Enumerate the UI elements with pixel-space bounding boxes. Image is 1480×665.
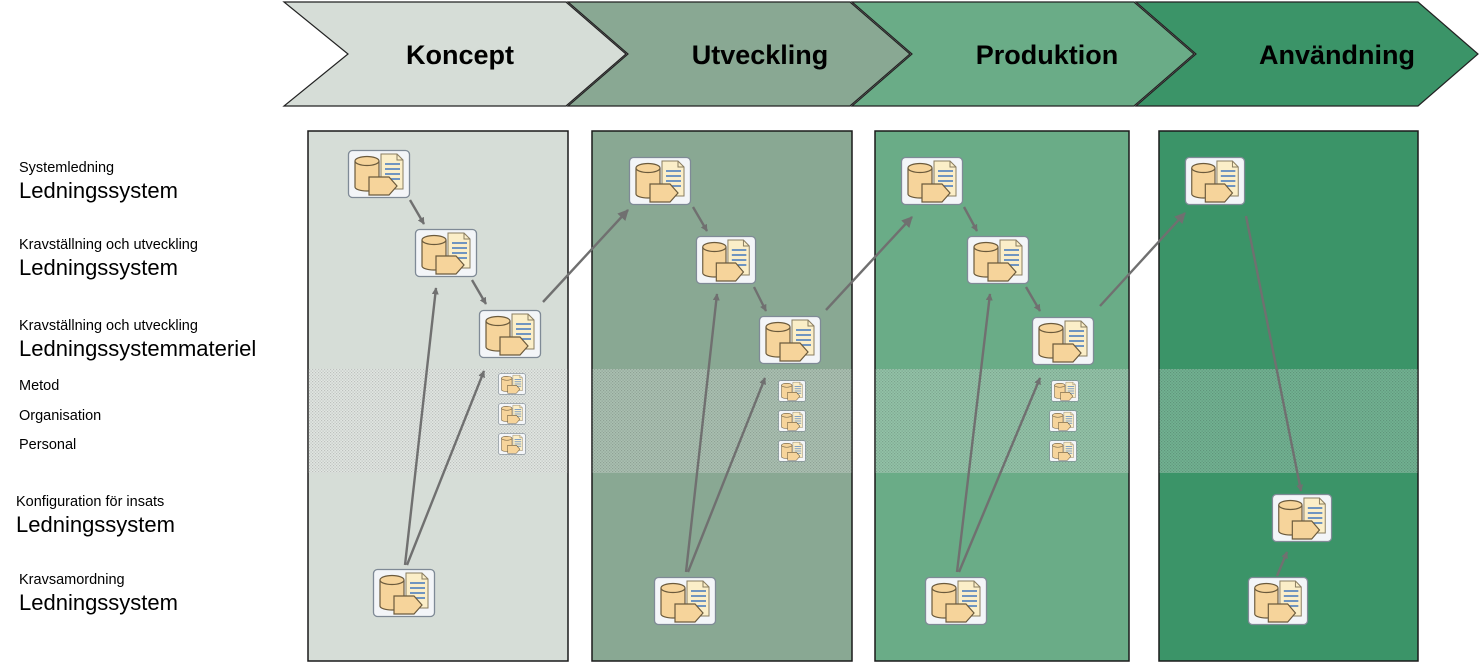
system-model-icon	[966, 235, 1030, 285]
system-model-icon	[1271, 493, 1333, 543]
system-model-icon	[758, 315, 822, 365]
system-model-icon	[498, 433, 526, 455]
arrow	[1099, 212, 1186, 307]
system-model-icon	[1184, 156, 1246, 206]
arrow	[691, 206, 709, 232]
row-label-big: Ledningssystem	[19, 255, 178, 280]
arrow	[470, 279, 488, 305]
row-label-big: Ledningssystemmateriel	[19, 336, 257, 361]
arrow	[542, 209, 629, 303]
phase-chevron-produktion	[850, 1, 1195, 107]
system-model-icon	[498, 373, 526, 395]
phase-label-anvandning: Användning	[1259, 40, 1415, 70]
phase-chevron-utveckling	[566, 1, 911, 107]
arrow	[1024, 286, 1042, 312]
flow-arrows	[403, 199, 1304, 577]
phase-panels	[307, 130, 1419, 662]
arrow	[955, 293, 993, 573]
row-label-konfiguration: Konfiguration för insats Ledningssystem	[16, 493, 175, 538]
system-model-icon	[628, 156, 692, 206]
system-model-icon	[924, 576, 988, 626]
system-model-icon	[778, 440, 806, 462]
phase-label-produktion: Produktion	[976, 40, 1119, 70]
row-label-small: Konfiguration för insats	[16, 494, 165, 510]
row-label-small: Kravsamordning	[19, 572, 125, 588]
system-model-icon	[900, 156, 964, 206]
arrow	[684, 293, 720, 573]
system-model-icon	[372, 568, 436, 618]
row-label-kravsamordning: Kravsamordning Ledningssystem	[19, 571, 178, 616]
row-label-big: Ledningssystem	[19, 178, 178, 203]
arrow	[408, 199, 426, 225]
arrow	[752, 286, 768, 312]
band-utveckling	[592, 369, 852, 473]
row-label-big: Ledningssystem	[16, 512, 175, 537]
system-model-icon	[478, 309, 542, 359]
system-model-icon	[1031, 316, 1095, 366]
system-model-icon	[1051, 380, 1079, 402]
system-model-icon	[695, 235, 757, 285]
row-label-personal: Personal	[19, 437, 77, 453]
row-label-small: Systemledning	[19, 160, 115, 176]
system-model-icon	[498, 403, 526, 425]
row-label-metod: Metod	[19, 378, 60, 394]
row-label-organisation: Organisation	[19, 408, 102, 424]
row-label-small: Kravställning och utveckling	[19, 318, 198, 334]
phase-chevron-koncept	[282, 1, 627, 107]
row-label-kravstallning-system: Kravställning och utveckling Ledningssys…	[19, 236, 198, 281]
system-model-icon	[778, 410, 806, 432]
row-label-big: Ledningssystem	[19, 590, 178, 615]
arrow	[825, 216, 913, 311]
system-model-icon	[653, 576, 717, 626]
phase-label-koncept: Koncept	[406, 40, 514, 70]
system-model-icon	[1049, 440, 1077, 462]
arrow	[957, 377, 1042, 573]
arrow	[686, 377, 767, 573]
system-model-icon	[778, 380, 806, 402]
system-model-icons	[347, 149, 1333, 626]
system-model-icon	[414, 228, 478, 278]
system-model-icon	[1049, 410, 1077, 432]
row-label-systemledning: Systemledning Ledningssystem	[19, 159, 178, 204]
band-koncept	[308, 369, 568, 473]
band-anvandning	[1159, 369, 1418, 473]
system-model-icon	[347, 149, 411, 199]
arrow	[962, 206, 979, 232]
system-model-icon	[1247, 576, 1309, 626]
phase-chevrons: Koncept Utveckling Produktion Användning	[282, 1, 1479, 107]
row-label-kravstallning-materiel: Kravställning och utveckling Ledningssys…	[19, 317, 256, 362]
arrow	[405, 370, 486, 566]
phase-label-utveckling: Utveckling	[692, 40, 829, 70]
band-produktion	[875, 369, 1129, 473]
row-label-small: Kravställning och utveckling	[19, 237, 198, 253]
arrow	[1275, 551, 1289, 577]
phase-chevron-anvandning	[1134, 1, 1479, 107]
arrow	[403, 287, 439, 566]
arrow	[1244, 215, 1304, 492]
